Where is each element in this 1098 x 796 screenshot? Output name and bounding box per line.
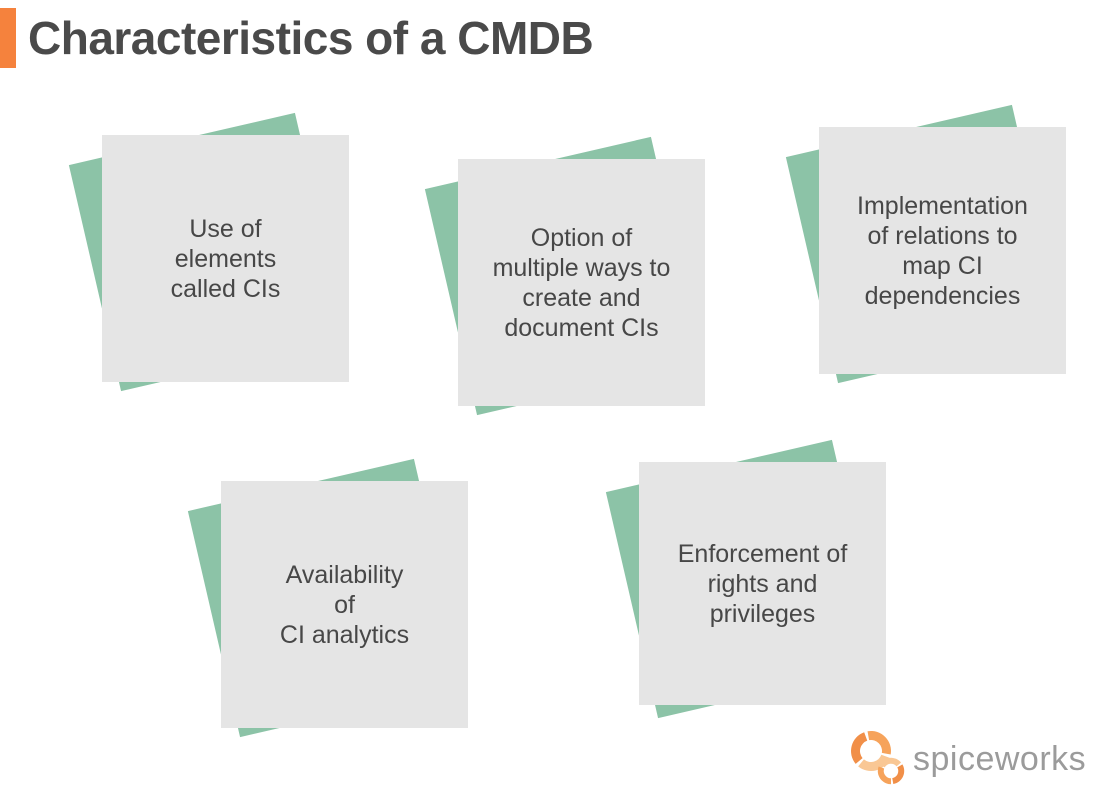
card-use-of-cis: Use of elements called CIs (68, 112, 349, 392)
sticky-note-face: Implementation of relations to map CI de… (819, 127, 1066, 374)
spiceworks-pinwheel-icon (846, 729, 908, 786)
card-rights-privileges: Enforcement of rights and privileges (605, 439, 886, 719)
sticky-note-face: Option of multiple ways to create and do… (458, 159, 705, 406)
card-multiple-ways: Option of multiple ways to create and do… (424, 136, 705, 416)
card-ci-relations: Implementation of relations to map CI de… (785, 104, 1066, 384)
card-ci-analytics: Availability of CI analytics (187, 458, 468, 738)
card-text: Enforcement of rights and privileges (677, 539, 848, 628)
card-text: Use of elements called CIs (170, 214, 281, 303)
page-title: Characteristics of a CMDB (28, 12, 594, 64)
sticky-note-face: Availability of CI analytics (221, 481, 468, 728)
sticky-note-face: Use of elements called CIs (102, 135, 349, 382)
sticky-note-face: Enforcement of rights and privileges (639, 462, 886, 705)
card-text: Implementation of relations to map CI de… (857, 191, 1028, 310)
card-text: Availability of CI analytics (279, 560, 410, 649)
spiceworks-logo: spiceworks (846, 729, 1086, 789)
title-accent-bar (0, 8, 16, 68)
brand-wordmark: spiceworks (913, 739, 1087, 778)
card-text: Option of multiple ways to create and do… (492, 223, 671, 342)
